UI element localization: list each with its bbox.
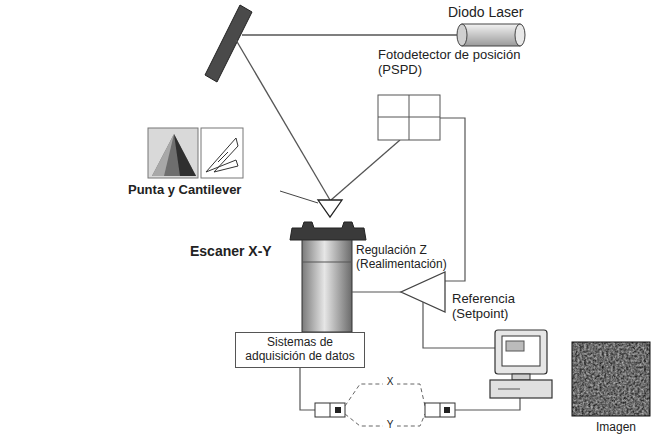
connector [425, 403, 455, 417]
laser-diode [457, 24, 525, 46]
leader-line [280, 191, 318, 203]
cantilever-inset [201, 128, 243, 178]
component-label: Regulación Z (Realimentación) [356, 244, 460, 272]
afm-image [572, 342, 650, 416]
component-label: Punta y Cantilever [128, 183, 241, 198]
box-text: Sistemas de adquisición de datos [239, 336, 361, 364]
signal-name: Y [383, 419, 397, 431]
mirror [205, 5, 252, 82]
component-label: Fotodetector de posición (PSPD) [378, 48, 550, 78]
component-label: Referencia (Setpoint) [452, 292, 548, 322]
signal-wire [440, 118, 465, 281]
position-photodetector [378, 95, 440, 140]
component-label: Escaner X-Y [190, 243, 272, 259]
process-box: Sistemas de adquisición de datos [235, 332, 365, 368]
computer [490, 330, 552, 398]
component-label: Diodo Laser [448, 4, 524, 20]
signal-name: X [383, 376, 397, 388]
sample [290, 222, 366, 240]
image-label: Imagen [596, 421, 636, 435]
data-cable [455, 398, 520, 410]
feedback-wire [352, 291, 401, 292]
connector [315, 403, 345, 417]
tip [318, 200, 342, 217]
data-cable [300, 363, 315, 410]
xy-scanner [302, 240, 352, 332]
tip-inset [148, 128, 198, 178]
